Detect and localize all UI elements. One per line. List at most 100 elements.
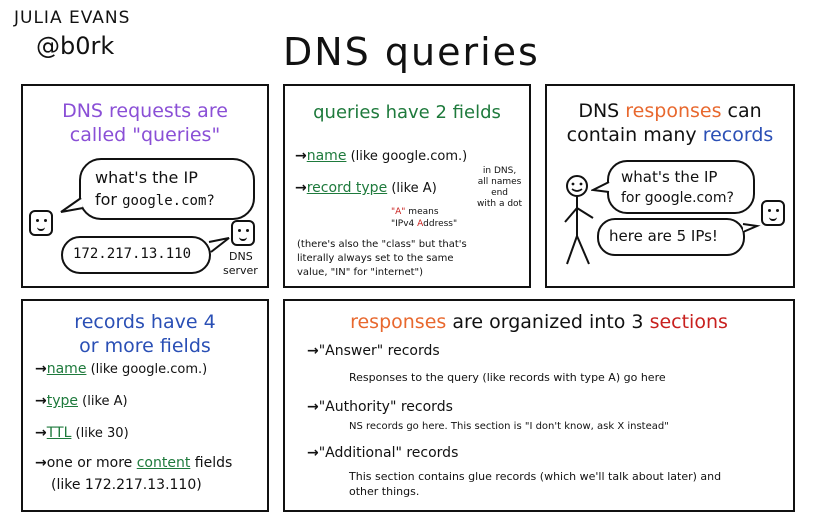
note-dns-line2: all names [477, 177, 522, 187]
arrow-icon: → [35, 425, 47, 441]
arrow-icon: → [35, 361, 47, 377]
section-title: "Additional" records [318, 445, 459, 461]
record-field-label: name [46, 361, 87, 377]
query-speech-bubble: what's the IP for google.com? [79, 158, 255, 220]
bubble-text-line1: what's the IP [95, 168, 198, 187]
page-title: DNS queries [283, 30, 540, 74]
arrow-icon: → [35, 393, 47, 409]
response-question-bubble: what's the IP for google.com? [607, 160, 755, 214]
heading-responses: responses [625, 100, 722, 122]
record-field-example: fields [190, 455, 233, 471]
bubble2-text: here are 5 IPs! [609, 227, 718, 245]
bubble2-tail [742, 223, 761, 233]
note-a-quote: "A" [391, 207, 406, 217]
heading-mid: are organized into 3 [446, 311, 650, 333]
field-record-type-label: record type [306, 180, 388, 196]
server-face-icon [231, 220, 255, 246]
heading-sections: sections [649, 311, 728, 333]
note-ipv4-a: A [417, 219, 424, 229]
note-ipv4-quote: " [391, 219, 396, 229]
arrow-icon: → [295, 180, 307, 196]
ip-bubble-tail [208, 237, 230, 253]
panel-query-fields: queries have 2 fields →name (like google… [283, 84, 531, 288]
record-field-label: content [136, 455, 191, 471]
panel-record-fields: records have 4 or more fields →name (lik… [21, 299, 269, 512]
bubble1-line2: for google.com? [621, 190, 734, 206]
record-field-example: (like google.com.) [86, 362, 208, 377]
footnote-line1: (there's also the "class" but that's [297, 239, 467, 250]
class-footnote: (there's also the "class" but that's lit… [297, 238, 467, 280]
panel-dns-requests: DNS requests are called "queries" what's… [21, 84, 269, 288]
heading-dns: DNS [578, 100, 626, 122]
footnote-line2: literally always set to the same [297, 253, 454, 264]
heading-contain: contain many [566, 124, 703, 146]
server-label-line1: DNS [229, 250, 253, 263]
ip-speech-bubble: 172.217.13.110 [61, 236, 211, 274]
server-face-icon [761, 200, 785, 226]
panel3-heading-line2: contain many records [547, 124, 793, 146]
panel-dns-responses: DNS responses can contain many records w… [545, 84, 795, 288]
record-field-type: →type (like A) [35, 393, 128, 409]
panel3-heading-line1: DNS responses can [547, 100, 793, 122]
ip-text: 172.217.13.110 [73, 246, 192, 262]
section-title: "Authority" records [318, 399, 453, 415]
a-record-note: "A" means "IPv4 Address" [391, 206, 457, 230]
heading-records: records [702, 124, 774, 146]
record-field-ttl: →TTL (like 30) [35, 425, 129, 441]
note-dns-line3: end [491, 188, 509, 198]
section-desc-line2: other things. [349, 485, 420, 498]
arrow-icon: → [295, 148, 307, 164]
bubble1-tail [591, 181, 610, 193]
record-field-example: (like A) [78, 394, 128, 409]
panel5-heading: responses are organized into 3 sections [285, 311, 793, 333]
arrow-icon: → [307, 399, 319, 415]
section-additional-title: →"Additional" records [307, 445, 458, 461]
record-field-label: type [46, 393, 79, 409]
heading-can: can [721, 100, 762, 122]
bubble-domain: google.com? [122, 193, 215, 209]
section-authority-title: →"Authority" records [307, 399, 453, 415]
field-record-type-example: (like A) [387, 181, 437, 196]
note-ipv4: IPv4 [395, 219, 415, 229]
arrow-icon: → [307, 445, 319, 461]
note-a-means: means [405, 207, 439, 217]
panel4-heading-line2: or more fields [79, 335, 211, 357]
record-field-content: →one or more content fields [35, 455, 232, 471]
arrow-icon: → [307, 343, 319, 359]
record-field-example: (like 30) [71, 426, 129, 441]
content-example-text: (like 172.217.13.110) [51, 477, 202, 493]
section-desc-line1: This section contains glue records (whic… [349, 470, 722, 483]
section-additional-desc: This section contains glue records (whic… [349, 469, 721, 499]
field-name-example: (like google.com.) [346, 149, 468, 164]
bubble-for: for [95, 190, 123, 209]
note-dns-line1: in DNS, [482, 166, 517, 176]
section-authority-desc: NS records go here. This section is "I d… [349, 421, 669, 432]
response-answer-bubble: here are 5 IPs! [597, 218, 745, 256]
panel4-heading-line1: records have 4 [74, 311, 216, 333]
heading-responses: responses [350, 311, 447, 333]
record-field-name: →name (like google.com.) [35, 361, 207, 377]
panel-response-sections: responses are organized into 3 sections … [283, 299, 795, 512]
note-ipv4-rest: ddress" [423, 219, 458, 229]
bubble-text-line2: for google.com? [95, 190, 215, 209]
query-field-name: →name (like google.com.) [295, 148, 467, 164]
trailing-dot-note: in DNS, all names end with a dot [477, 166, 522, 210]
server-label-line2: server [223, 264, 258, 277]
section-title: "Answer" records [318, 343, 440, 359]
panel1-heading-line1: DNS requests are [62, 100, 228, 122]
panel1-heading-line2: called "queries" [69, 124, 221, 146]
record-field-pre: one or more [46, 455, 137, 471]
bubble-tail [60, 197, 84, 213]
stick-figure-icon [564, 175, 594, 265]
arrow-icon: → [35, 455, 47, 471]
bubble1-line1: what's the IP [621, 168, 718, 186]
panel2-heading: queries have 2 fields [313, 102, 501, 123]
record-content-example: (like 172.217.13.110) [51, 477, 202, 493]
author-name: JULIA EVANS [14, 8, 131, 28]
footnote-line3: value, "IN" for "internet") [297, 267, 424, 278]
section-answer-desc: Responses to the query (like records wit… [349, 371, 666, 384]
author-handle: @b0rk [36, 32, 115, 60]
note-dns-line4: with a dot [477, 199, 523, 209]
client-face-icon [29, 210, 53, 236]
section-answer-title: →"Answer" records [307, 343, 440, 359]
